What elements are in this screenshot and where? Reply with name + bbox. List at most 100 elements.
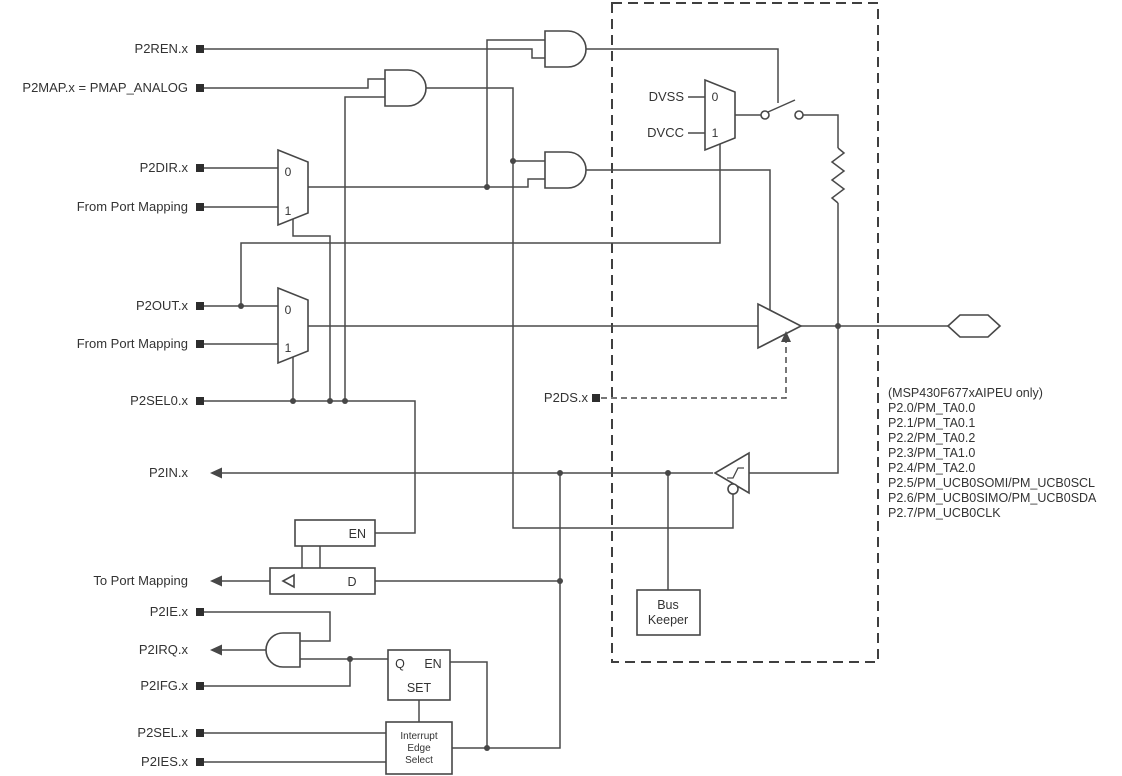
mux-digit-labels: 0 1 0 1 0 1 [285,90,719,355]
edge-select-line3: Select [405,755,433,766]
p2in-arrowhead [210,467,222,479]
wire-p2ie [204,611,331,642]
p2out-mux-0: 0 [285,303,292,317]
to-port-mapping-arrowhead [210,575,222,587]
flag-set-label: SET [407,681,432,695]
and-gate-analog [384,69,427,107]
edge-select-line1: Interrupt [400,731,437,742]
p2ie-label: P2IE.x [150,604,189,619]
wire-flag-q-p2ifg [204,658,388,687]
pin-note-p2-6: P2.6/PM_UCB0SIMO/PM_UCB0SDA [888,491,1097,505]
p2ifg-label: P2IFG.x [140,678,188,693]
output-driver-buffer [757,302,803,350]
p2irq-label: P2IRQ.x [139,642,189,657]
p2dir-label: P2DIR.x [140,160,189,175]
wire-p2sel0 [204,400,416,534]
bus-keeper-line2: Keeper [648,613,688,627]
pin-note-p2-3: P2.3/PM_TA1.0 [888,446,975,460]
pin-note-p2-7: P2.7/PM_UCB0CLK [888,506,1001,520]
flag-en-label: EN [424,657,441,671]
p2dir-mux [277,148,309,227]
p2in-label: P2IN.x [149,465,189,480]
dvss-label: DVSS [649,89,685,104]
signal-terminals [196,45,600,766]
wire-pad-to-schmitt-input [749,203,839,474]
wire-p2ren [204,48,545,59]
pin-function-note: (MSP430F677xAIPEU only) P2.0/PM_TA0.0 P2… [888,386,1097,520]
schmitt-enable-bubble [727,483,739,495]
p2out-terminal [196,302,204,310]
port-mapping-latch-en-box [294,519,376,547]
pin-note-p2-5: P2.5/PM_UCB0SOMI/PM_UCB0SCL [888,476,1095,490]
p2ds-terminal [592,394,600,402]
p2ren-label: P2REN.x [135,41,189,56]
pad-hexagon [946,314,1002,338]
and-gate-ren [544,30,587,68]
p2out-mux-1: 1 [285,341,292,355]
wire-analog-enable [426,87,734,529]
switch-lever [767,99,796,113]
from-port-mapping-bottom-terminal [196,340,204,348]
switch-contact-left [760,110,770,120]
p2irq-arrowhead [210,644,222,656]
wire-and2-to-driver-enable [586,169,771,310]
p2ren-terminal [196,45,204,53]
pull-select-mux [704,78,736,152]
pin-note-p2-4: P2.4/PM_TA2.0 [888,461,975,475]
wire-dir-mux-output [308,178,545,188]
pad-logic-dashed-boundary [611,2,879,663]
and-gate-irq [265,632,301,668]
p2dir-terminal [196,164,204,172]
latch-en-label: EN [349,527,366,541]
p2sel0-label: P2SEL0.x [130,393,188,408]
switch-contact-right [794,110,804,120]
wire-p2ds-dashed [601,340,787,399]
pin-note-header: (MSP430F677xAIPEU only) [888,386,1043,400]
edge-select-line2: Edge [407,743,431,754]
wire-flag-en [450,661,488,748]
pull-mux-0: 0 [712,90,719,104]
from-port-mapping-top-label: From Port Mapping [77,199,188,214]
latch-clock-triangle-icon [281,573,295,589]
p2ifg-terminal [196,682,204,690]
p2ie-terminal [196,608,204,616]
dvcc-label: DVCC [647,125,684,140]
pin-note-p2-1: P2.1/PM_TA0.1 [888,416,975,430]
interrupt-flag-box [387,649,451,701]
wire-dir-mux-select [292,219,331,401]
p2dir-mux-1: 1 [285,204,292,218]
p2map-terminal [196,84,204,92]
latch-d-label: D [347,575,356,589]
bus-keeper-box [636,589,701,636]
wire-switch-to-resistor [803,114,839,148]
from-port-mapping-bottom-label: From Port Mapping [77,336,188,351]
p2sel0-terminal [196,397,204,405]
p2out-label: P2OUT.x [136,298,189,313]
wire-p2map [204,78,385,89]
wire-p2out-to-pull-mux-select [240,144,721,306]
and-gate-dir [544,151,587,189]
interrupt-edge-select-box [385,721,453,775]
p2sel-terminal [196,729,204,737]
pull-resistor [830,147,846,204]
hysteresis-icon [727,467,744,479]
p2map-label: P2MAP.x = PMAP_ANALOG [22,80,188,95]
wire-input-to-edge-select [452,473,561,749]
from-port-mapping-top-terminal [196,203,204,211]
input-schmitt-trigger [713,451,750,495]
junction-dots [238,158,841,751]
pin-note-p2-0: P2.0/PM_TA0.0 [888,401,975,415]
p2ies-label: P2IES.x [141,754,188,769]
p2ds-label: P2DS.x [544,390,589,405]
to-port-mapping-label: To Port Mapping [93,573,188,588]
p2sel-label: P2SEL.x [137,725,188,740]
p2ds-arrowhead [781,331,791,342]
wire-sel0-to-analog-and [344,96,385,401]
pull-mux-1: 1 [712,126,719,140]
bus-keeper-line1: Bus [657,598,679,612]
wire-dir-to-and1 [486,39,545,187]
wire-and1-to-switch [586,48,779,103]
p2ies-terminal [196,758,204,766]
